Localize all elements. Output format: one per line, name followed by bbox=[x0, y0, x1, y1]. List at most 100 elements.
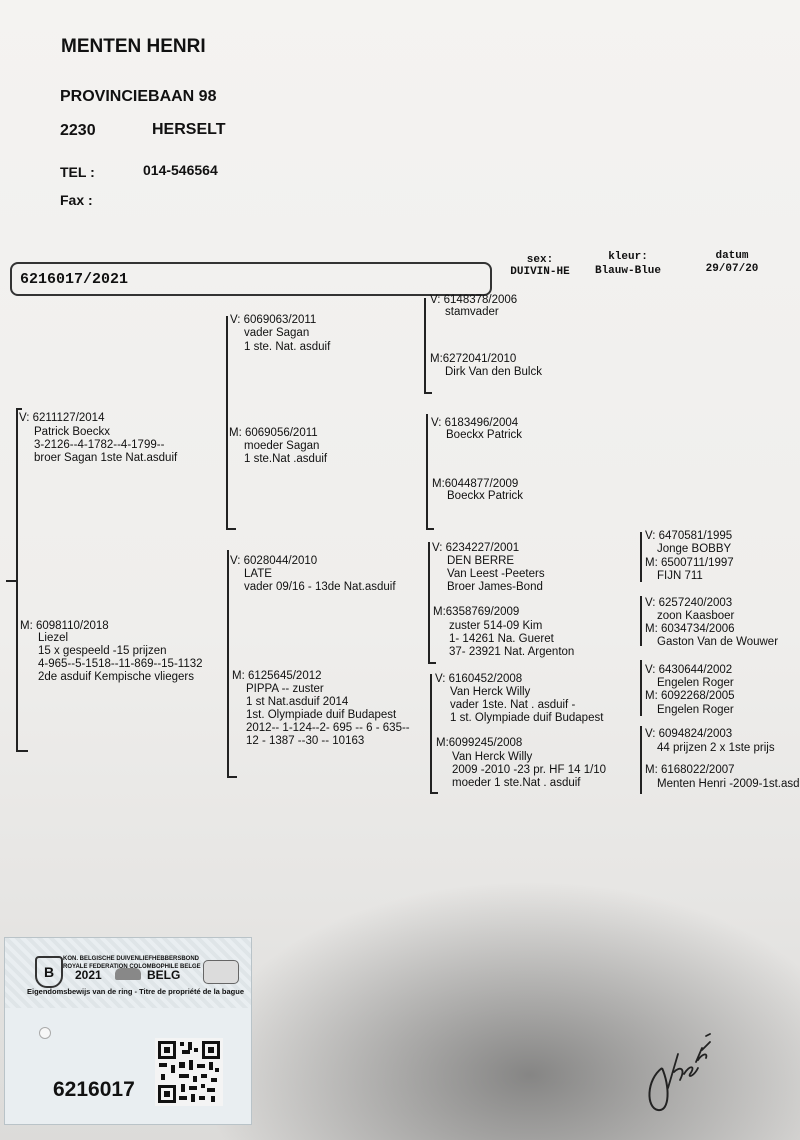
dd-note-2: 1st. Olympiade duif Budapest bbox=[246, 709, 397, 721]
ddd-ring: M:6099245/2008 bbox=[436, 737, 523, 749]
g4-note-7: 44 prijzen 2 x 1ste prijs bbox=[657, 742, 775, 754]
card-org-fr: ROYALE FEDERATION COLOMBOPHILE BELGE bbox=[63, 964, 201, 970]
card-country: BELG bbox=[147, 968, 181, 982]
sdd-note: Boeckx Patrick bbox=[447, 490, 524, 502]
dd-note-1: 1 st Nat.asduif 2014 bbox=[246, 696, 349, 708]
g4-note-3: zoon Kaasboer bbox=[657, 610, 735, 622]
sd-note: 1 ste.Nat .asduif bbox=[244, 453, 328, 465]
colour-value: Blauw-Blue bbox=[594, 265, 661, 277]
ds-name: LATE bbox=[244, 568, 272, 580]
gen3-tick-4 bbox=[430, 792, 438, 794]
dsd-result-1: 1- 14261 Na. Gueret bbox=[449, 633, 554, 645]
ddd-breeder: Van Herck Willy bbox=[452, 751, 533, 763]
ds-note: vader 09/16 - 13de Nat.asduif bbox=[244, 581, 396, 593]
card-ring-number: 6216017 bbox=[53, 1078, 135, 1101]
g4-ring-7: V: 6094824/2003 bbox=[645, 728, 733, 740]
sds-note: Boeckx Patrick bbox=[446, 429, 523, 441]
gen2-dam-tick bbox=[227, 776, 237, 778]
g4-ring-4: M: 6034734/2006 bbox=[645, 623, 735, 635]
fax-label: Fax : bbox=[60, 192, 93, 208]
dam-note: 2de asduif Kempische vliegers bbox=[38, 671, 194, 683]
gen3-bracket-4 bbox=[430, 674, 432, 794]
g4-ring-8: M: 6168022/2007 bbox=[645, 764, 735, 776]
dd-ring: M: 6125645/2012 bbox=[232, 670, 322, 682]
dam-ring: M: 6098110/2018 bbox=[20, 620, 109, 632]
g4-note-4: Gaston Van de Wouwer bbox=[657, 636, 779, 648]
g4-ring-1: V: 6470581/1995 bbox=[645, 530, 733, 542]
sex-label: sex: bbox=[526, 254, 554, 266]
handwritten-signature bbox=[648, 1033, 711, 1111]
card-subtitle: Eigendomsbewijs van de ring - Titre de p… bbox=[27, 987, 244, 996]
g4-note-6: Engelen Roger bbox=[657, 704, 734, 716]
dds-ring: V: 6160452/2008 bbox=[435, 673, 523, 685]
owner-name: MENTEN HENRI bbox=[61, 36, 206, 57]
tel-label: TEL : bbox=[60, 164, 95, 180]
ss-name: vader Sagan bbox=[244, 327, 310, 339]
sd-name: moeder Sagan bbox=[244, 440, 320, 452]
ssd-note: Dirk Van den Bulck bbox=[445, 366, 542, 378]
gen1-tick-bottom bbox=[16, 750, 28, 752]
gen4-bracket-3 bbox=[640, 660, 642, 716]
gen3-tick-2 bbox=[426, 528, 434, 530]
card-org-nl: KON. BELGISCHE DUIVENLIEFHEBBERSBOND bbox=[63, 956, 200, 962]
dsd-result-2: 37- 23921 Nat. Argenton bbox=[449, 646, 575, 658]
seal-icon bbox=[203, 960, 239, 984]
owner-postcode: 2230 bbox=[60, 122, 96, 139]
ring-number: 6216017/2021 bbox=[20, 271, 129, 288]
sss-ring: V: 6148378/2006 bbox=[430, 294, 518, 306]
gen3-bracket-1 bbox=[424, 298, 426, 394]
ds-ring: V: 6028044/2010 bbox=[230, 555, 318, 567]
sds-ring: V: 6183496/2004 bbox=[431, 417, 519, 429]
sire-ring: V: 6211127/2014 bbox=[19, 412, 105, 424]
sdd-ring: M:6044877/2009 bbox=[432, 478, 519, 490]
gen4-bracket-4 bbox=[640, 726, 642, 794]
colour-label: kleur: bbox=[608, 251, 648, 263]
punch-hole bbox=[39, 1027, 51, 1039]
owner-street: PROVINCIEBAAN 98 bbox=[60, 88, 217, 105]
gen1-bracket bbox=[16, 408, 18, 752]
gen4-bracket-2 bbox=[640, 596, 642, 646]
sire-note: broer Sagan 1ste Nat.asduif bbox=[34, 452, 178, 464]
date-label: datum bbox=[715, 250, 749, 262]
g4-note-8: Menten Henri -2009-1st.asd bbox=[657, 778, 800, 790]
gen3-bracket-2 bbox=[426, 414, 428, 530]
dds-note-2: 1 st. Olympiade duif Budapest bbox=[450, 712, 604, 724]
federation-logo-icon: B bbox=[35, 956, 63, 988]
g4-ring-6: M: 6092268/2005 bbox=[645, 690, 735, 702]
dss-name: DEN BERRE bbox=[447, 555, 515, 567]
sex-value: DUIVIN-HE bbox=[510, 266, 570, 278]
gen4-bracket-1 bbox=[640, 532, 642, 582]
dds-note-1: vader 1ste. Nat . asduif - bbox=[450, 699, 576, 711]
crown-icon bbox=[115, 968, 141, 980]
ddd-results: 2009 -2010 -23 pr. HF 14 1/10 bbox=[452, 764, 607, 776]
sire-breeder: Patrick Boeckx bbox=[34, 426, 111, 438]
dsd-ring: M:6358769/2009 bbox=[433, 606, 520, 618]
dsd-note: zuster 514-09 Kim bbox=[449, 620, 543, 632]
g4-ring-2: M: 6500711/1997 bbox=[645, 557, 734, 569]
qr-code-icon bbox=[155, 1038, 223, 1106]
hand-shadow bbox=[200, 880, 800, 1140]
gen2-dam-bracket bbox=[227, 550, 229, 778]
gen3-tick-3 bbox=[428, 662, 436, 664]
sire-results: 3-2126--4-1782--4-1799-- bbox=[34, 439, 165, 451]
ssd-ring: M:6272041/2010 bbox=[430, 353, 517, 365]
tel-value: 014-546564 bbox=[143, 162, 218, 178]
g4-note-2: FIJN 711 bbox=[657, 570, 703, 582]
ddd-note: moeder 1 ste.Nat . asduif bbox=[452, 777, 581, 789]
dss-breeder: Van Leest -Peeters bbox=[447, 568, 545, 580]
g4-note-5: Engelen Roger bbox=[657, 677, 734, 689]
ring-number-box bbox=[10, 262, 492, 296]
dam-prizes: 4-965--5-1518--11-869--15-1132 bbox=[38, 658, 203, 670]
ss-note: 1 ste. Nat. asduif bbox=[244, 341, 331, 353]
gen3-tick-1 bbox=[424, 392, 432, 394]
g4-ring-5: V: 6430644/2002 bbox=[645, 664, 733, 676]
gen1-tick-top bbox=[16, 408, 22, 410]
date-value: 29/07/20 bbox=[705, 263, 759, 275]
g4-ring-3: V: 6257240/2003 bbox=[645, 597, 733, 609]
dss-note: Broer James-Bond bbox=[447, 581, 543, 593]
g4-note-1: Jonge BOBBY bbox=[657, 543, 732, 555]
dam-name: Liezel bbox=[38, 632, 69, 644]
dss-ring: V: 6234227/2001 bbox=[432, 542, 520, 554]
root-connector bbox=[6, 580, 16, 582]
dd-name: PIPPA -- zuster bbox=[246, 683, 324, 695]
